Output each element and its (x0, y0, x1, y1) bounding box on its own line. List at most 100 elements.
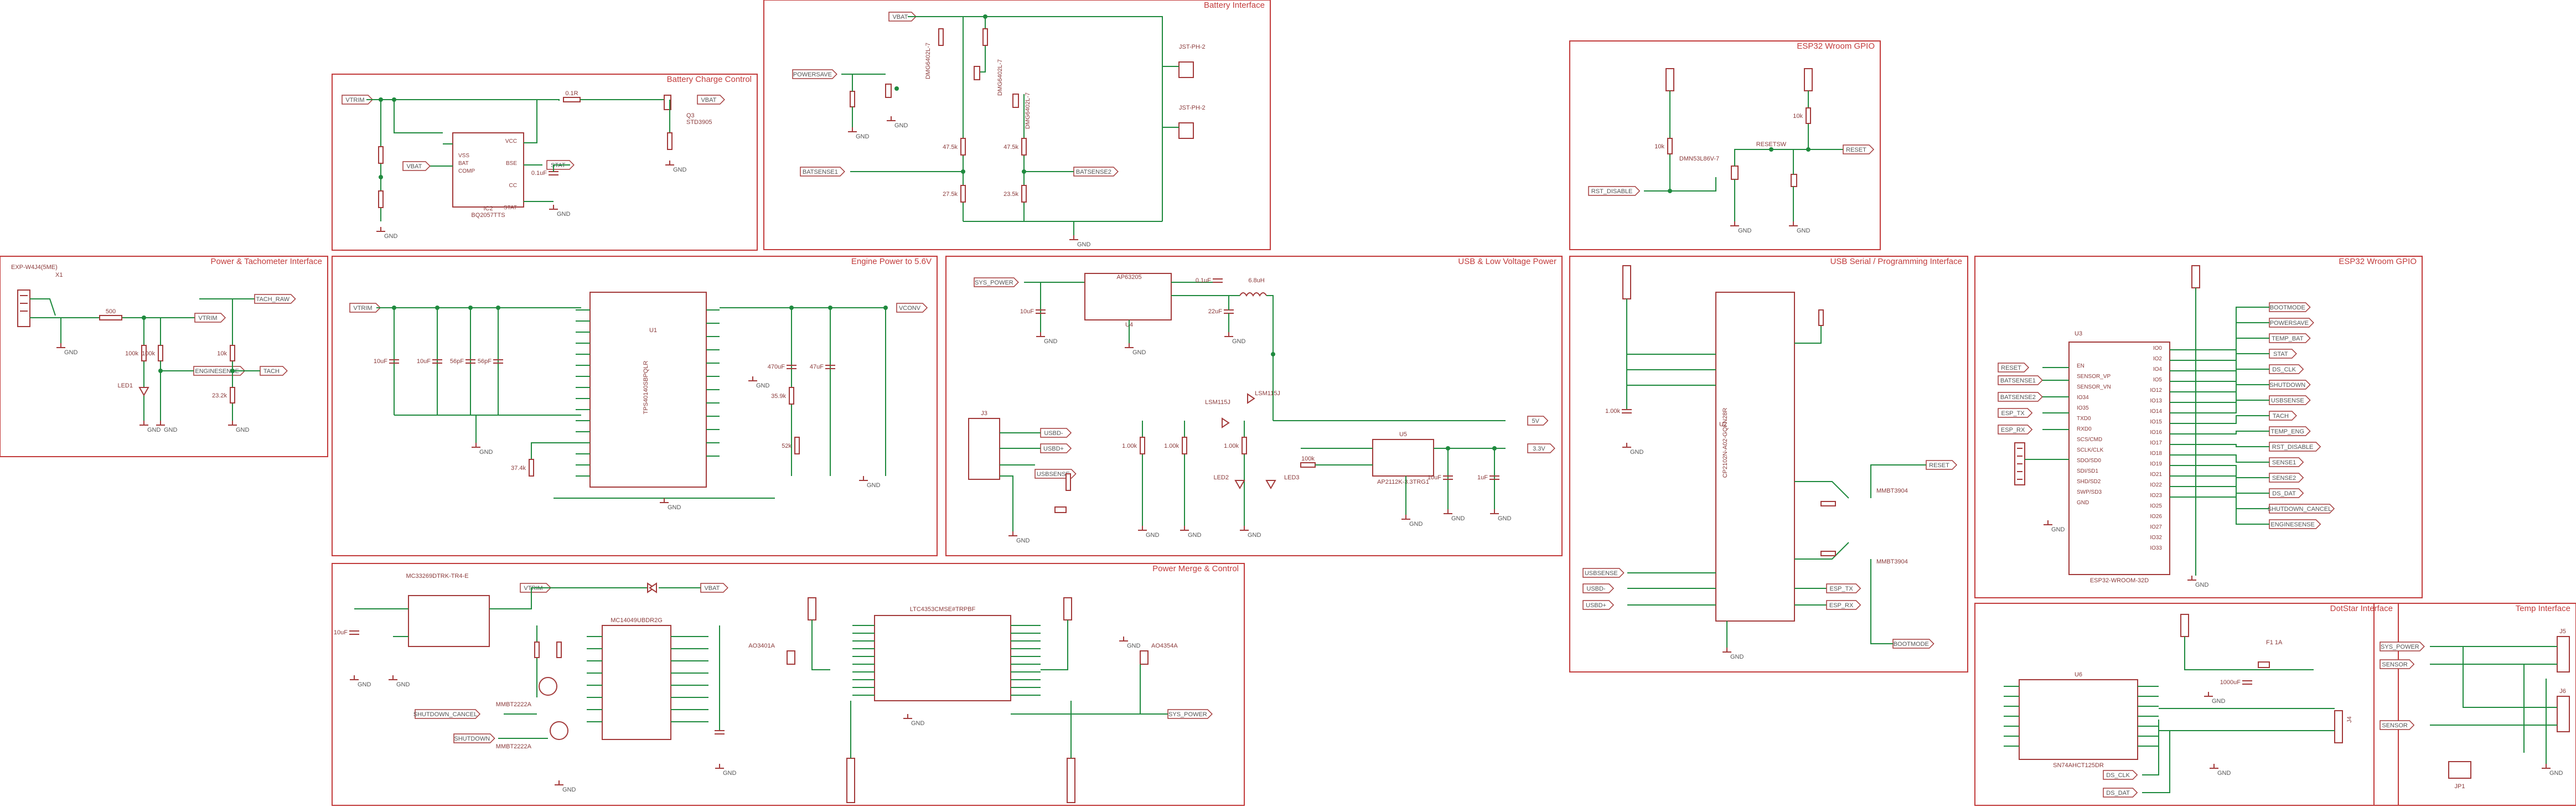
esp-right-pin: IO14 (2150, 408, 2162, 415)
esp-right-pin: IO25 (2150, 503, 2162, 509)
merge-fet-1 (787, 650, 795, 665)
net-vbat-charge-outline (697, 95, 725, 105)
ground-label: GND (2051, 526, 2065, 533)
resistor-value: 23.5k (1003, 191, 1018, 198)
wire (2184, 637, 2314, 670)
wire (908, 16, 1163, 221)
ground-symbol: GND (1008, 531, 1030, 544)
sheet-frame (1569, 40, 1881, 250)
bat-fet-2 (974, 66, 980, 80)
dotstar-fuse: F1 1A (2266, 639, 2283, 646)
ground-symbol: GND (848, 127, 870, 140)
resistor-value: 100k (125, 350, 138, 357)
ground-symbol: GND (1401, 515, 1423, 527)
ground-symbol: GND (1224, 332, 1246, 345)
esp-right-net-outline (2269, 395, 2311, 405)
ground-label: GND (396, 681, 410, 688)
ground-symbol: GND (1125, 343, 1146, 356)
esp-left-net: BATSENSE1 (2000, 377, 2036, 384)
net-sys-power-merge-outline (1167, 709, 1213, 719)
ground-symbol: GND (228, 421, 250, 433)
ground-symbol: GND (1069, 235, 1091, 248)
ldo-3v3-ic (1372, 439, 1434, 477)
sheet-title: Temp Interface (2516, 604, 2570, 613)
sheet-frame (332, 563, 1245, 806)
ground-label: GND (867, 482, 881, 489)
capacitor-value: 47uF (810, 364, 824, 370)
bat-fet-part-3: DMG6402L-7 (1025, 92, 1031, 129)
wire (1870, 559, 1893, 644)
esp-right-pin: IO26 (2150, 514, 2162, 520)
net-ds-dat-outline (2103, 788, 2138, 798)
wire (1041, 620, 1068, 670)
ground-symbol: GND (350, 675, 371, 688)
merge-fet-part-2: AO4354A (1151, 643, 1178, 649)
capacitor-value: 0.1uF (531, 170, 547, 177)
ideal-diode-ic (874, 615, 1011, 701)
ground-label: GND (911, 720, 925, 727)
ground-label: GND (358, 681, 371, 688)
dotstar-fuse-body (2258, 661, 2270, 668)
esp-right-net-outline (2269, 380, 2311, 390)
junction-dot (1806, 147, 1811, 152)
transistor-1 (539, 677, 557, 696)
esp-left-pin: GND (2077, 500, 2089, 506)
temp-connector-ref-1: J5 (2559, 628, 2566, 635)
esp-left-net: ESP_RX (2001, 427, 2025, 433)
net-esp-tx-outline (1826, 583, 1861, 593)
esp-right-net: STAT (2273, 351, 2288, 358)
resistor (529, 459, 534, 477)
ground-symbol: GND (1730, 221, 1752, 234)
sheet-title: USB Serial / Programming Interface (1830, 257, 1962, 266)
ground-label: GND (1132, 349, 1146, 356)
resistor (1820, 501, 1836, 506)
ground-label: GND (2217, 770, 2231, 777)
bat-fet-1 (885, 84, 892, 98)
wire (2170, 353, 2269, 382)
buck-part: TPS40140SBPQLR (643, 361, 649, 415)
sheet-frame (1974, 256, 2423, 598)
reg-ic (408, 595, 490, 647)
junction-dot (1769, 147, 1773, 152)
charger-pin-label: VCC (505, 138, 517, 144)
serial-tr-1: MMBT3904 (1876, 488, 1908, 494)
ground-symbol: GND (1444, 509, 1465, 522)
ground-label: GND (384, 233, 398, 240)
ground-symbol: GND (1138, 526, 1160, 539)
ground-symbol: GND (1036, 332, 1058, 345)
ground-symbol: GND (665, 161, 687, 173)
ground-symbol: GND (156, 421, 178, 433)
serial-ref: U2 (1719, 421, 1727, 428)
ground-label: GND (668, 504, 681, 511)
temp-jumper (2448, 761, 2471, 779)
charger-pin-label: CC (509, 183, 517, 189)
ldo-low-ic (1084, 273, 1172, 320)
ground-label: GND (1409, 521, 1423, 527)
esp-right-net-outline (2269, 473, 2304, 483)
net-vbat-bi-outline (888, 12, 917, 22)
capacitor-value: 10uF (374, 358, 387, 365)
net-usb-dp-low: USBD+ (1043, 446, 1064, 452)
wire (2170, 338, 2269, 371)
ldo-3v3-ic-ref: U5 (1399, 431, 1407, 438)
capacitor (349, 630, 359, 635)
temp-connector-ref-2: J6 (2559, 688, 2566, 695)
capacitor (1213, 278, 1223, 283)
ground-symbol: GND (903, 714, 925, 727)
resistor (141, 345, 147, 361)
wire (2170, 384, 2269, 403)
usb-led-label-2: LED3 (1284, 474, 1300, 481)
net-ds-clk-outline (2103, 770, 2138, 780)
capacitor (2242, 680, 2252, 685)
ground-label: GND (1730, 654, 1744, 660)
led-1 (138, 387, 149, 397)
usb-diode-2 (1247, 393, 1255, 404)
esp-right-net: SHUTDOWN_CANCEL (2268, 506, 2332, 513)
sheet-title: ESP32 Wroom GPIO (2339, 257, 2417, 266)
sheet-title: Power & Tachometer Interface (211, 257, 323, 266)
esp-left-pin: SCLK/CLK (2077, 447, 2104, 453)
net-usb-dm-low-outline (1040, 428, 1072, 438)
ground-label: GND (1738, 227, 1752, 234)
esp-left-net: RESET (2001, 365, 2021, 371)
esp-right-net-outline (2269, 426, 2311, 436)
